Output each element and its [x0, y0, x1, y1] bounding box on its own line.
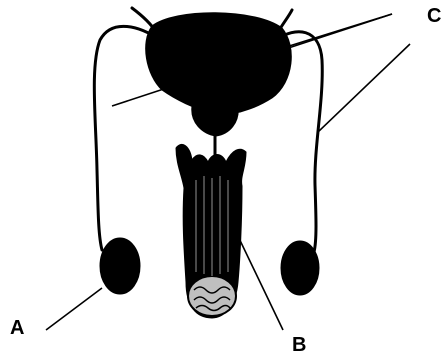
label-b: B — [292, 335, 306, 355]
left-testis — [100, 238, 140, 294]
leader-line-a — [46, 288, 102, 330]
leader-line-c-lower — [318, 44, 410, 132]
leader-line-b — [236, 232, 283, 330]
prostate — [192, 99, 238, 137]
glans — [188, 276, 236, 316]
right-testis — [281, 241, 319, 295]
label-c: C — [427, 6, 441, 26]
label-a: A — [10, 318, 24, 338]
right-ureter — [278, 10, 292, 32]
